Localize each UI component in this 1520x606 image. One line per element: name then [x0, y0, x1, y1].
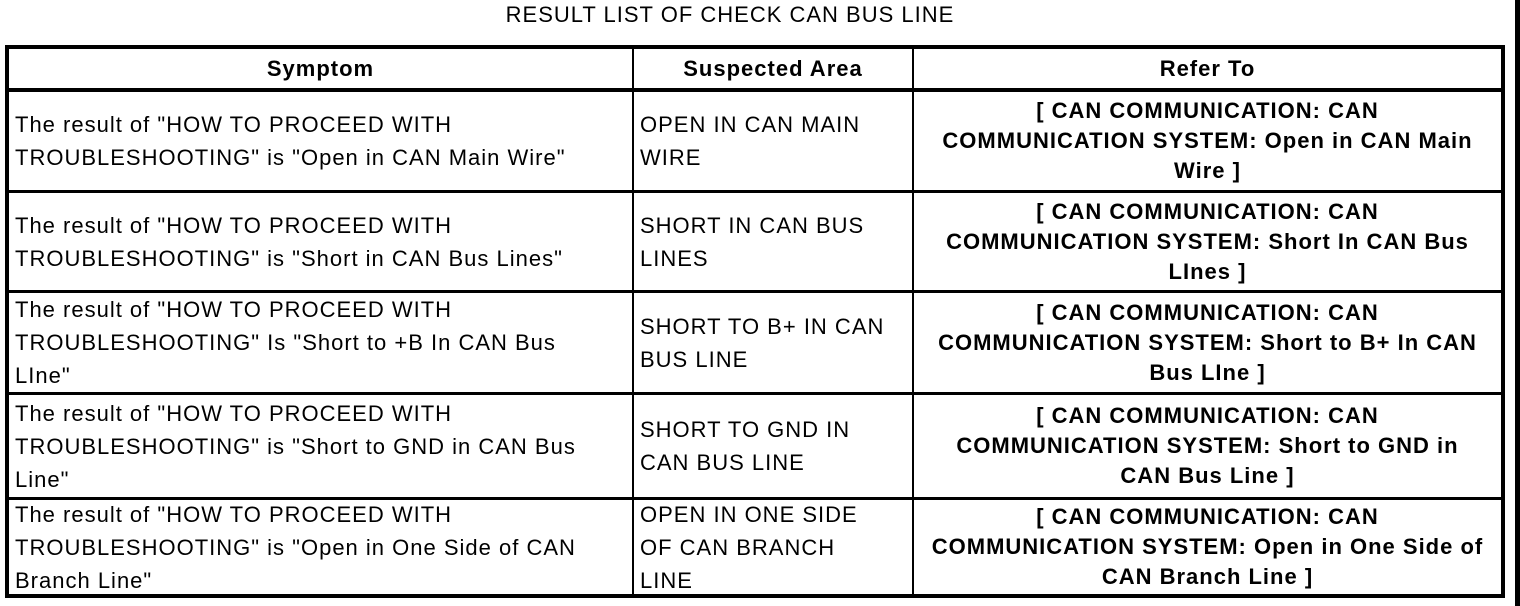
suspected-area-cell: SHORT IN CAN BUS LINES [632, 190, 912, 290]
refer-to-cell: [ CAN COMMUNICATION: CAN COMMUNICATION S… [912, 88, 1501, 190]
column-header-suspected-area: Suspected Area [632, 49, 912, 88]
result-list-table: Symptom Suspected Area Refer To The resu… [5, 45, 1505, 598]
column-header-symptom: Symptom [266, 55, 375, 81]
symptom-cell: The result of "HOW TO PROCEED WITH TROUB… [9, 88, 632, 190]
symptom-cell: The result of "HOW TO PROCEED WITH TROUB… [9, 392, 632, 497]
refer-to-cell: [ CAN COMMUNICATION: CAN COMMUNICATION S… [912, 497, 1501, 594]
symptom-cell: The result of "HOW TO PROCEED WITH TROUB… [9, 497, 632, 594]
page-title: RESULT LIST OF CHECK CAN BUS LINE [505, 2, 955, 27]
symptom-cell: The result of "HOW TO PROCEED WITH TROUB… [9, 190, 632, 290]
symptom-cell: The result of "HOW TO PROCEED WITH TROUB… [9, 290, 632, 392]
column-header-refer-to: Refer To [912, 49, 1501, 88]
page-edge-line [1515, 0, 1520, 606]
suspected-area-cell: SHORT TO B+ IN CAN BUS LINE [632, 290, 912, 392]
refer-to-cell: [ CAN COMMUNICATION: CAN COMMUNICATION S… [912, 290, 1501, 392]
suspected-area-cell: OPEN IN CAN MAIN WIRE [632, 88, 912, 190]
refer-to-cell: [ CAN COMMUNICATION: CAN COMMUNICATION S… [912, 392, 1501, 497]
suspected-area-cell: SHORT TO GND IN CAN BUS LINE [632, 392, 912, 497]
refer-to-cell: [ CAN COMMUNICATION: CAN COMMUNICATION S… [912, 190, 1501, 290]
suspected-area-cell: OPEN IN ONE SIDE OF CAN BRANCH LINE [632, 497, 912, 594]
